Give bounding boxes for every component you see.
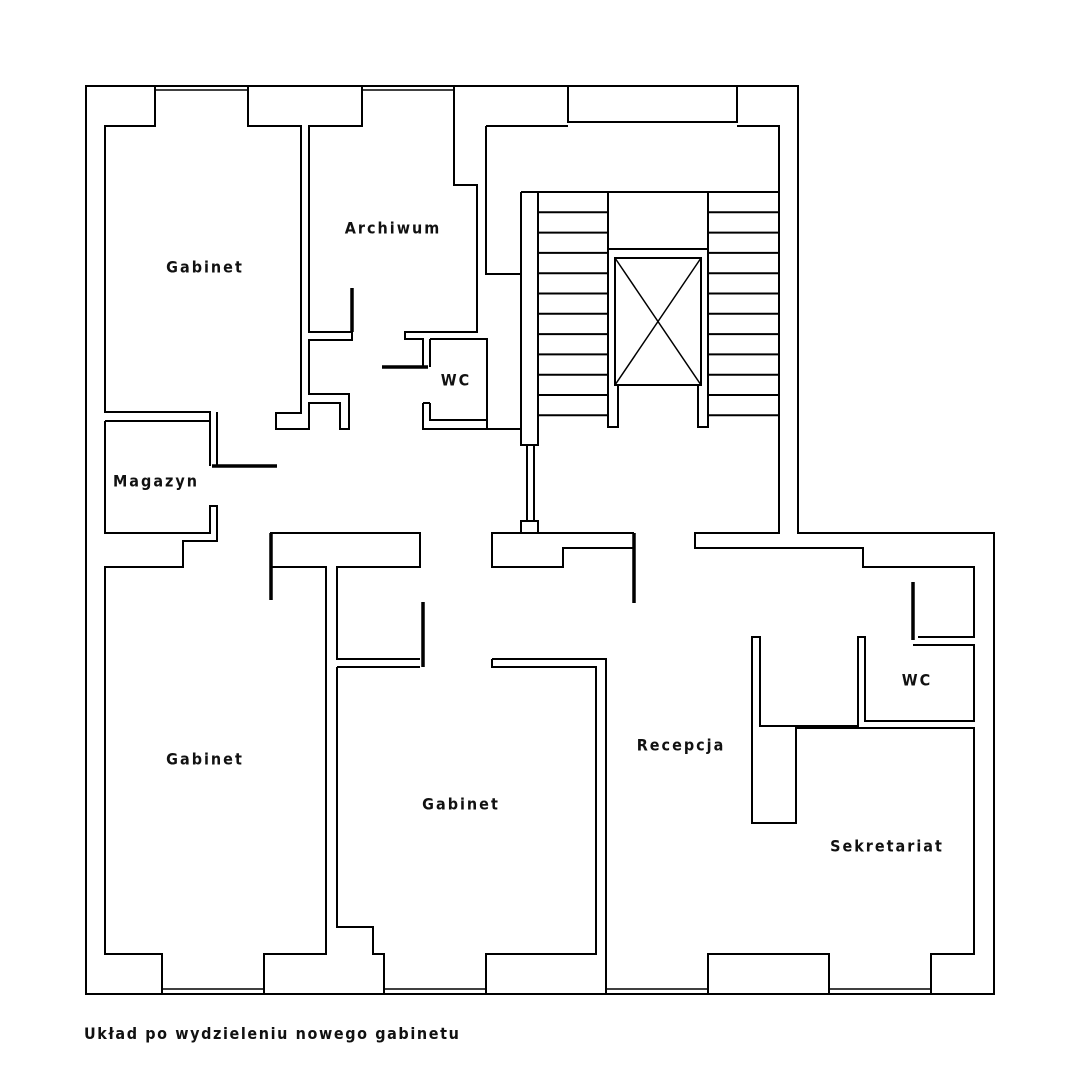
room-label-wc: WC [901, 670, 933, 690]
caption: Układ po wydzieleniu nowego gabinetu [84, 1024, 461, 1043]
room-label-gabinet: Gabinet [166, 257, 244, 277]
outer-wall [85, 85, 995, 995]
elevator-shaft [607, 192, 709, 428]
room-label-archiwum: Archiwum [344, 218, 442, 238]
room-label-sekretariat: Sekretariat [830, 836, 944, 856]
room-label-wc: WC [440, 370, 472, 390]
room-label-magazyn: Magazyn [112, 471, 200, 491]
room-label-recepcja: Recepcja [636, 735, 726, 755]
windows [155, 86, 931, 990]
room-label-gabinet: Gabinet [422, 794, 500, 814]
staircase [538, 191, 779, 417]
room-label-gabinet: Gabinet [166, 749, 244, 769]
doors [212, 288, 915, 667]
interior-walls [104, 86, 975, 994]
